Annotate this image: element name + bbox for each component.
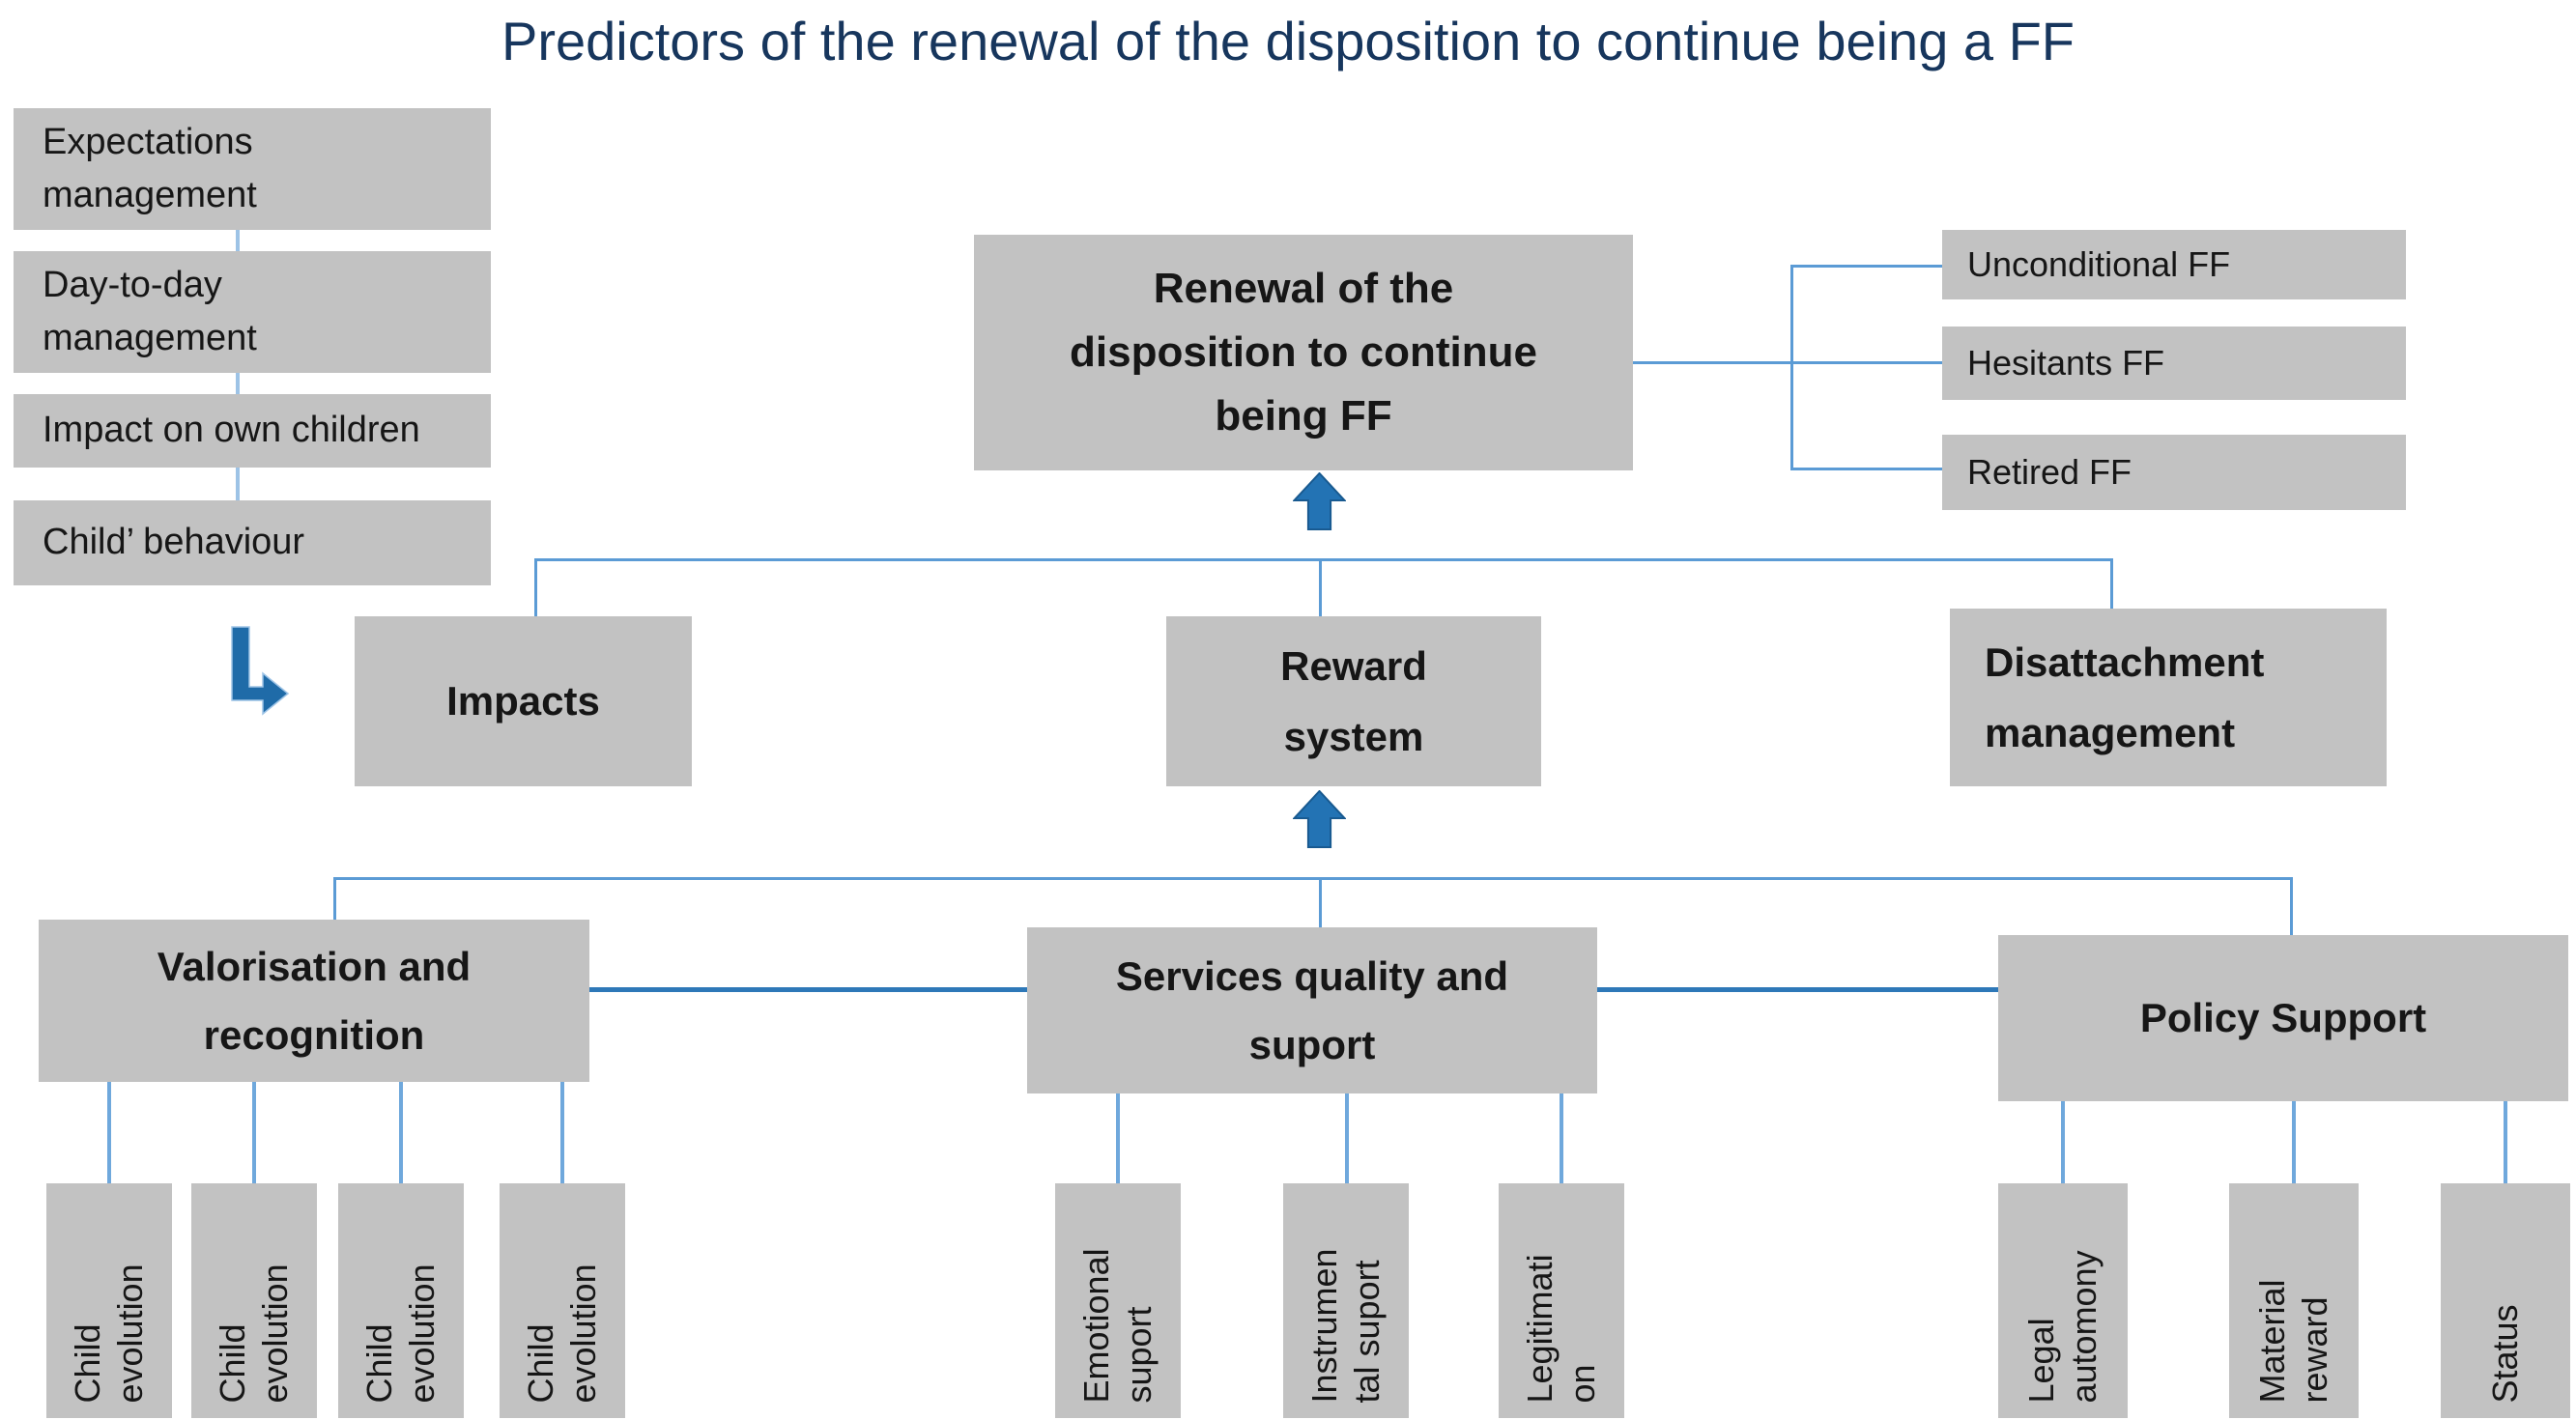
factor-box-reward-system: Reward system — [1166, 616, 1541, 786]
leaf-box-emotional-support: Emotional suport — [1055, 1183, 1181, 1418]
predictor-box-expectations-management: Expectations management — [14, 108, 491, 230]
connector — [1116, 1093, 1120, 1183]
ff-type-box-hesitants: Hesitants FF — [1942, 327, 2406, 400]
connector — [560, 1082, 564, 1183]
leaf-box-legitimation: Legitimati on — [1499, 1183, 1624, 1418]
predictor-box-impact-on-own-children: Impact on own children — [14, 394, 491, 468]
leaf-box-child-evolution: Child evolution — [500, 1183, 625, 1418]
block-arrow-up-icon — [1293, 472, 1346, 530]
factor-box-impacts: Impacts — [355, 616, 692, 786]
connector — [2110, 558, 2113, 609]
connector — [2290, 877, 2293, 935]
ff-type-box-retired: Retired FF — [1942, 435, 2406, 510]
connector — [333, 877, 2290, 880]
ff-type-box-unconditional: Unconditional FF — [1942, 230, 2406, 299]
leaf-box-legal-autonomy: Legal automony — [1998, 1183, 2128, 1418]
leaf-box-status: Status — [2441, 1183, 2570, 1418]
predictor-box-child-behaviour: Child’ behaviour — [14, 500, 491, 585]
leaf-box-child-evolution: Child evolution — [46, 1183, 172, 1418]
factor-box-services-quality-support: Services quality and suport — [1027, 927, 1597, 1093]
connector — [1633, 361, 1793, 364]
connector — [1319, 877, 1322, 927]
connector — [236, 230, 240, 251]
factor-box-valorisation-recognition: Valorisation and recognition — [39, 920, 589, 1082]
outcome-box-renewal-disposition: Renewal of the disposition to continue b… — [974, 235, 1633, 470]
connector — [236, 373, 240, 394]
connector — [1560, 1093, 1563, 1183]
connector — [589, 987, 1027, 992]
leaf-box-instrumental-support: Instrumen tal suport — [1283, 1183, 1409, 1418]
leaf-box-child-evolution: Child evolution — [191, 1183, 317, 1418]
connector — [1790, 265, 1793, 469]
connector — [1790, 361, 1942, 364]
connector — [236, 468, 240, 500]
connector — [252, 1082, 256, 1183]
connector — [107, 1082, 111, 1183]
bent-arrow-down-right-icon — [220, 623, 290, 720]
connector — [1597, 987, 1998, 992]
diagram-title: Predictors of the renewal of the disposi… — [501, 11, 2075, 71]
connector — [1319, 558, 1322, 616]
factor-box-disattachment-management: Disattachment management — [1950, 609, 2387, 786]
connector — [333, 877, 336, 920]
factor-box-policy-support: Policy Support — [1998, 935, 2568, 1101]
connector — [399, 1082, 403, 1183]
connector — [534, 558, 537, 616]
leaf-box-material-reward: Material reward — [2229, 1183, 2359, 1418]
connector — [1345, 1093, 1349, 1183]
connector — [1790, 468, 1942, 470]
predictor-box-day-to-day-management: Day-to-day management — [14, 251, 491, 373]
connector — [1790, 265, 1942, 268]
connector — [534, 558, 2110, 561]
leaf-box-child-evolution: Child evolution — [338, 1183, 464, 1418]
connector — [2061, 1101, 2065, 1183]
connector — [2504, 1101, 2507, 1183]
connector — [2292, 1101, 2296, 1183]
block-arrow-up-icon — [1293, 790, 1346, 848]
